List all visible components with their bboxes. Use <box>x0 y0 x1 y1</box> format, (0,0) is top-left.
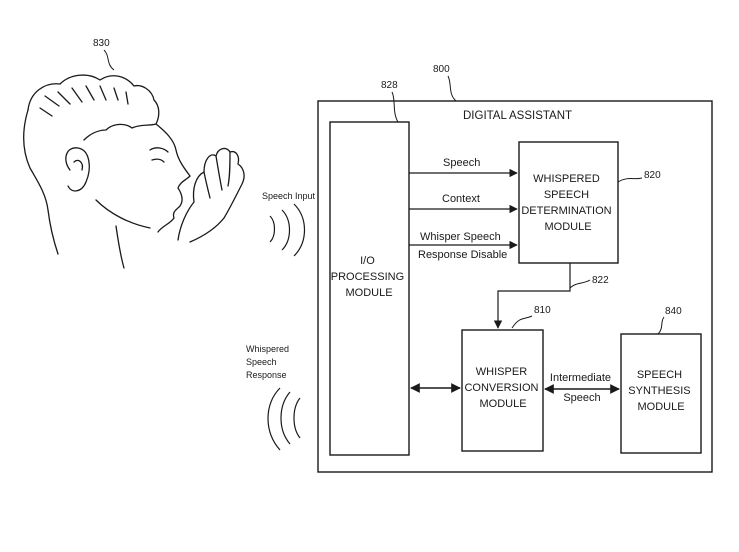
whispered-response-label: Whispered Speech Response <box>246 344 292 380</box>
context-signal-label: Context <box>442 193 480 205</box>
assistant-ref: 800 <box>433 64 450 75</box>
io-processing-module-box <box>329 121 410 456</box>
determination-to-conversion-arrow <box>493 263 571 329</box>
intermediate-speech-label: Intermediate Speech <box>550 372 614 404</box>
whisper-wave-icon <box>267 387 301 451</box>
io-leader-line <box>391 91 399 123</box>
io-module-ref: 828 <box>381 80 398 91</box>
conversion-ref: 810 <box>534 305 551 316</box>
speech-synthesis-module-label: SPEECH SYNTHESIS MODULE <box>628 369 693 413</box>
link-ref: 822 <box>592 275 609 286</box>
speech-input-label: Speech Input <box>262 191 316 201</box>
determination-leader-line <box>617 177 643 183</box>
assistant-leader-line <box>447 75 457 102</box>
whispered-speech-determination-box <box>518 141 619 264</box>
speech-signal-label: Speech <box>443 157 480 169</box>
person-ref: 830 <box>93 38 110 49</box>
link-leader-line <box>569 279 591 289</box>
conversion-leader-line <box>511 315 533 329</box>
synthesis-leader-line <box>657 316 665 335</box>
whisper-disable-signal-label: Whisper Speech Response Disable <box>418 231 507 261</box>
digital-assistant-box <box>317 100 713 473</box>
whispering-person-icon <box>23 74 245 269</box>
synthesis-ref: 840 <box>665 306 682 317</box>
speech-wave-icon <box>269 203 306 257</box>
io-processing-module-label: I/O PROCESSING MODULE <box>331 255 407 299</box>
person-leader-line <box>103 49 115 71</box>
digital-assistant-title: DIGITAL ASSISTANT <box>463 110 572 122</box>
whisper-conversion-module-label: WHISPER CONVERSION MODULE <box>464 366 541 410</box>
speech-synthesis-module-box <box>620 333 702 454</box>
whispered-speech-determination-label: WHISPERED SPEECH DETERMINATION MODULE <box>521 173 614 233</box>
whisper-conversion-module-box <box>461 329 544 452</box>
determination-ref: 820 <box>644 170 661 181</box>
